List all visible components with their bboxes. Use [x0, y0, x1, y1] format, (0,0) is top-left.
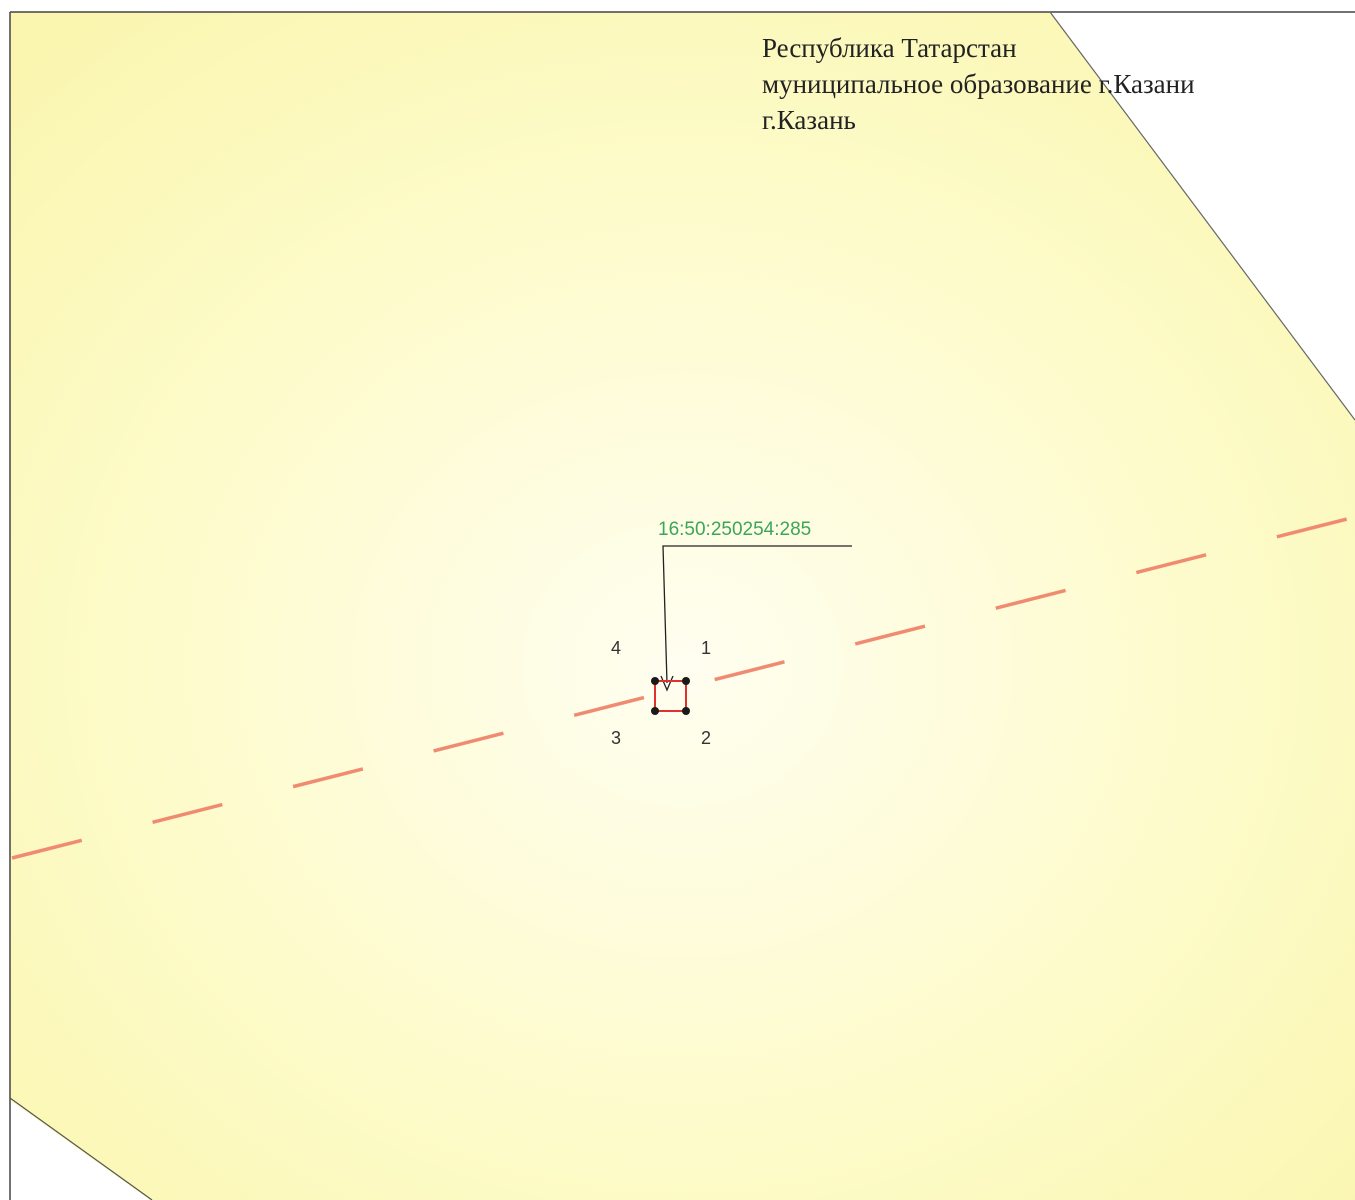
region-line-municipality: муниципальное образование г.Казани — [762, 69, 1195, 99]
vertex-4 — [651, 677, 659, 685]
vertex-3 — [651, 707, 659, 715]
vertex-1 — [682, 677, 690, 685]
point-label-1: 1 — [701, 638, 712, 658]
point-label-4: 4 — [611, 638, 622, 658]
land-area — [10, 12, 1355, 1200]
point-label-3: 3 — [611, 728, 622, 748]
vertex-2 — [682, 707, 690, 715]
parcel-outline — [654, 680, 687, 712]
region-line-city: г.Казань — [762, 105, 856, 135]
region-line-republic: Республика Татарстан — [762, 33, 1017, 63]
label-leader-line — [662, 545, 852, 684]
boundary-top-right — [1049, 11, 1355, 421]
region-caption: Республика Татарстан муниципальное образ… — [762, 30, 1195, 138]
cadastral-number-label: 16:50:250254:285 — [658, 519, 812, 540]
boundary-bottom-left — [9, 1097, 153, 1200]
point-label-2: 2 — [701, 728, 712, 748]
